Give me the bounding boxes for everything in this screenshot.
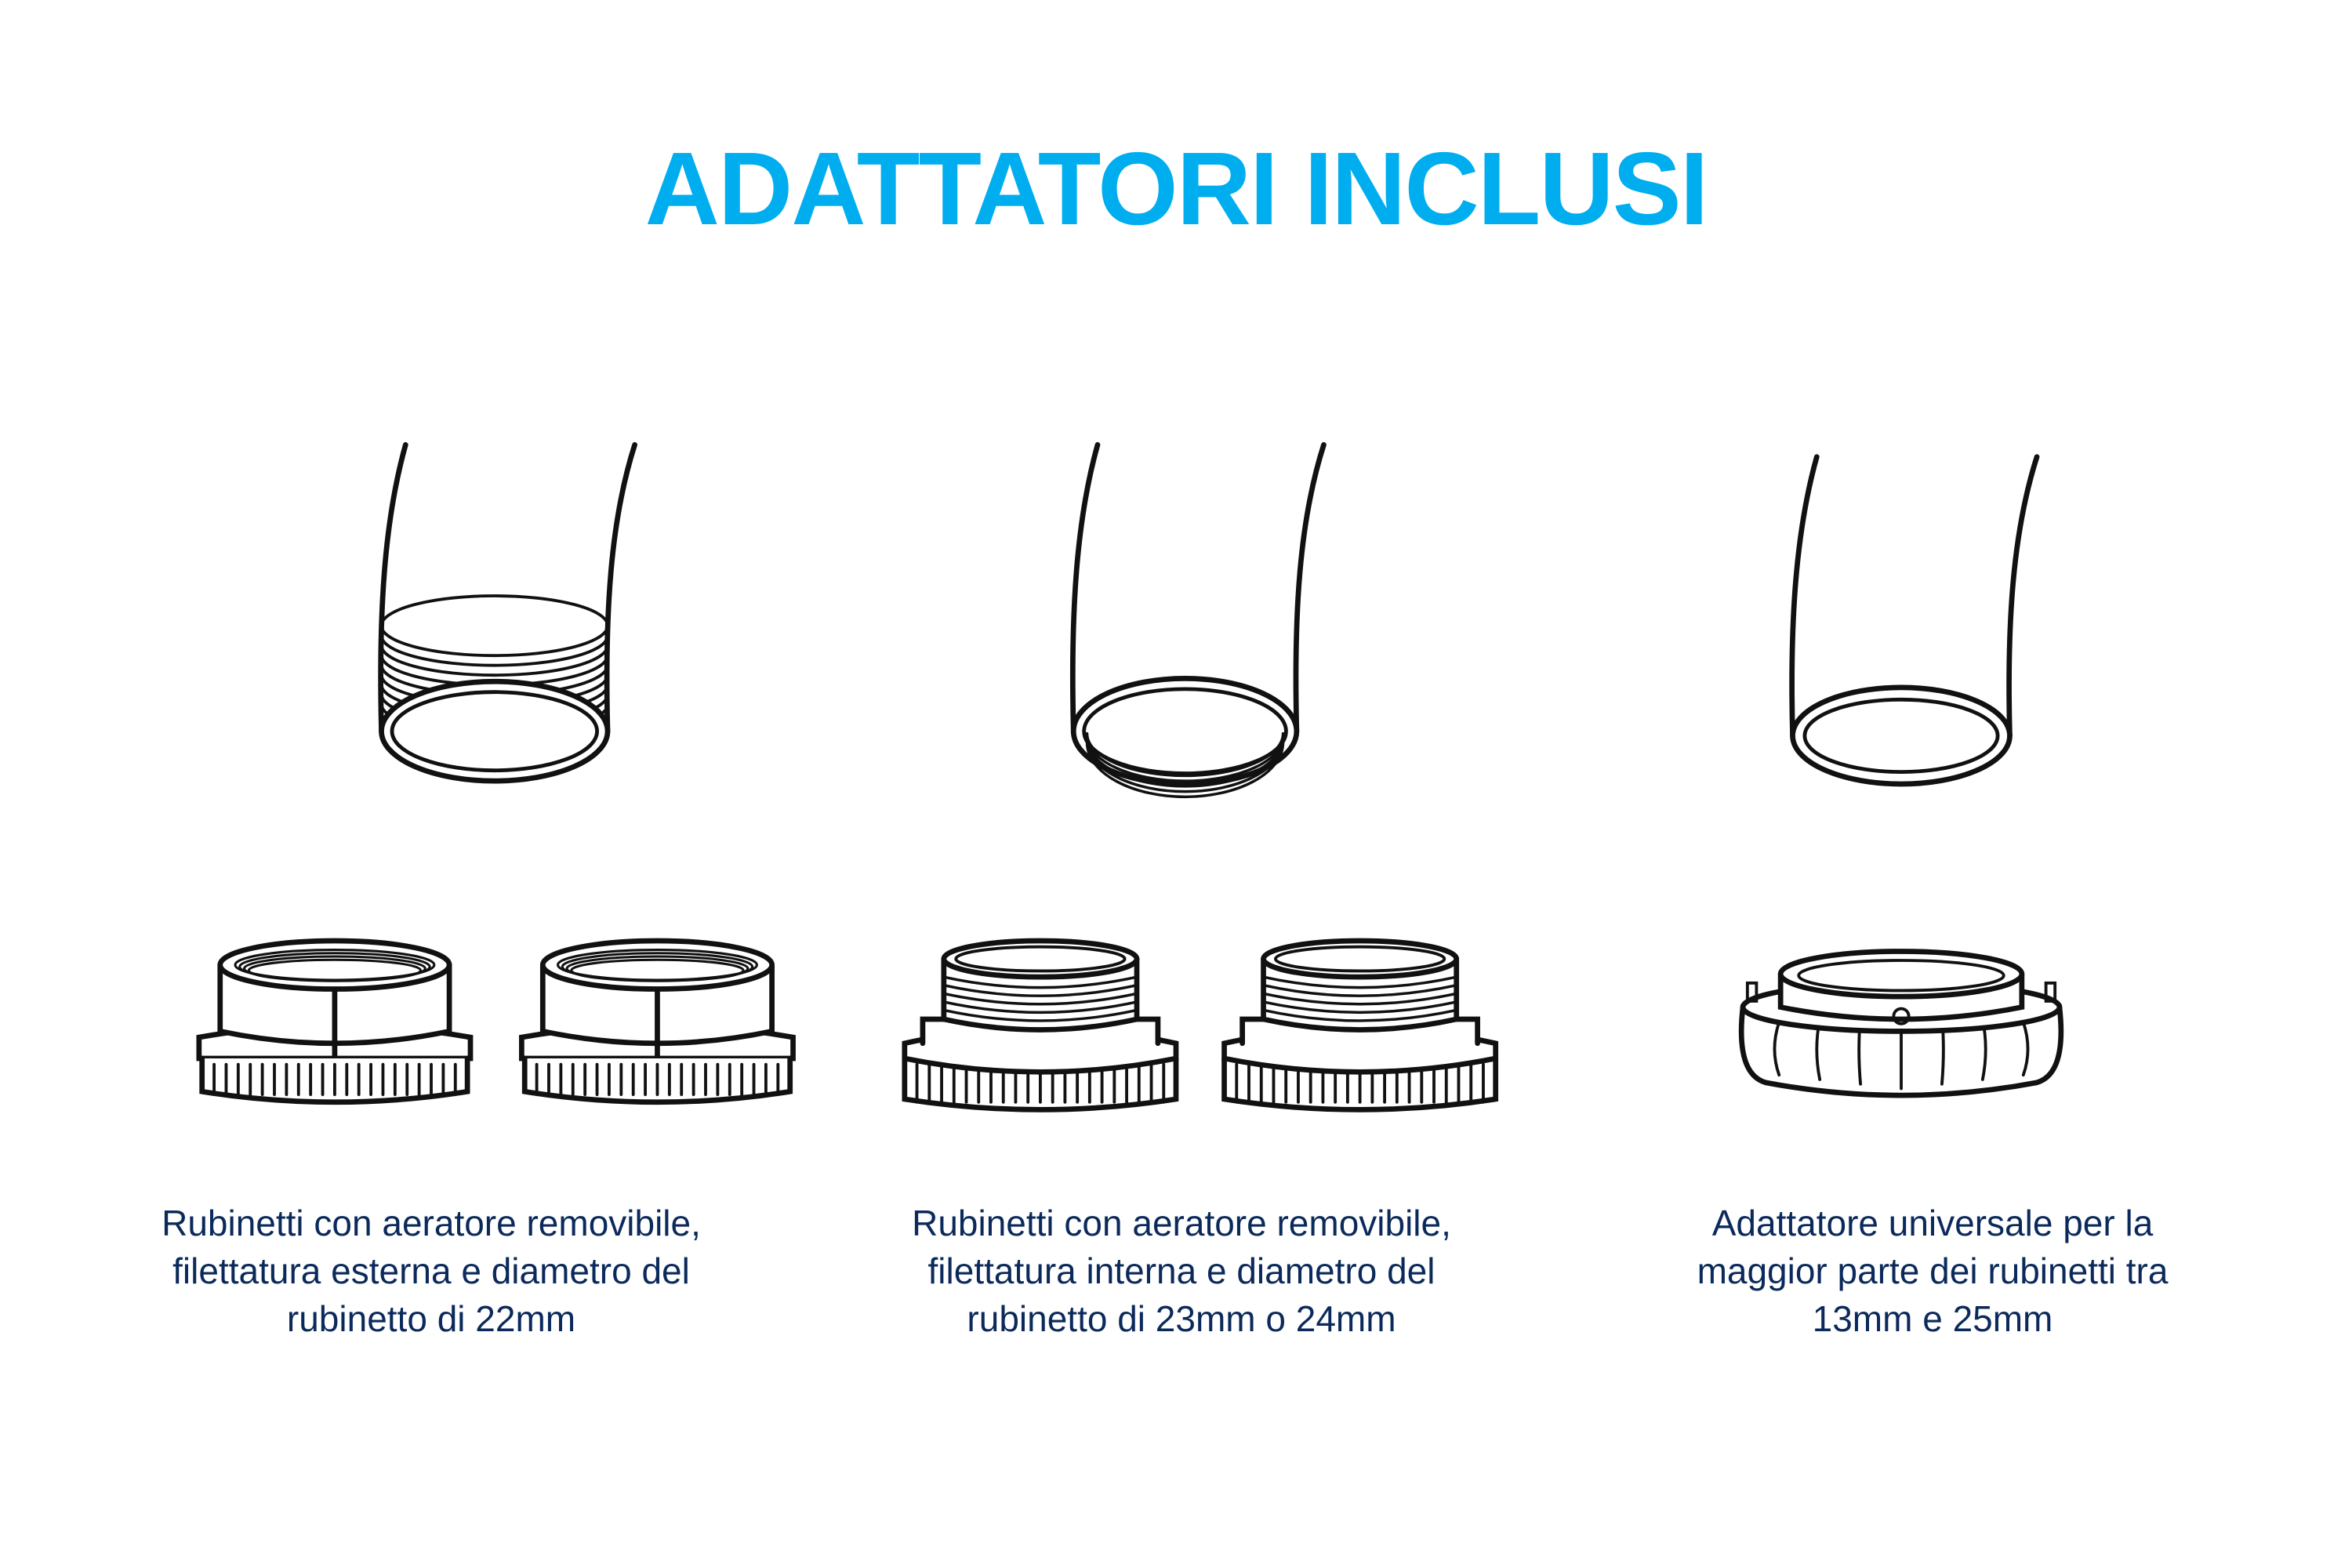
faucet-outlet-ring: [1070, 676, 1300, 787]
adapter-side-screw: [2044, 981, 2057, 1003]
adapter-top-inner: [1274, 945, 1446, 973]
thread-line: [942, 1000, 1138, 1014]
thread-line: [942, 1017, 1138, 1031]
caption-line: Adattatore universale per la: [1711, 1203, 2154, 1243]
thread-line: [379, 594, 609, 627]
thread-line: [1261, 1000, 1458, 1014]
thread-line: [1261, 1017, 1458, 1031]
thread-line: [942, 984, 1138, 997]
faucet-pipe-right-edge: [604, 441, 637, 735]
thread-line: [379, 644, 609, 677]
caption-external-thread: Rubinetti con aeratore removibile, filet…: [78, 1200, 784, 1343]
thread-line: [379, 633, 609, 667]
faucet-universal-illustration: [1738, 454, 2064, 1098]
caption-universal: Adattatore universale per la maggior par…: [1580, 1200, 2285, 1343]
thread-line: [1261, 984, 1458, 997]
adapter-screw-icon: [1892, 1007, 1911, 1025]
faucet-outlet-ring: [1790, 684, 2013, 787]
caption-line: Rubinetti con aeratore removibile,: [912, 1203, 1451, 1243]
caption-line: rubinetto di 22mm: [286, 1298, 576, 1339]
faucet-pipe-left-edge: [1069, 441, 1101, 735]
thread-line: [942, 1008, 1138, 1022]
faucet-outlet-ring: [379, 678, 611, 784]
faucet-external-thread-illustration: [196, 441, 796, 1105]
faucet-pipe-right-edge: [1293, 441, 1327, 735]
thread-line: [1261, 975, 1458, 989]
knurl-line: [1773, 1020, 1781, 1077]
adapter-top-inner: [1797, 959, 2005, 993]
adapter-top-inner: [954, 945, 1127, 973]
thread-line: [1085, 736, 1285, 788]
caption-line: Rubinetti con aeratore removibile,: [162, 1203, 701, 1243]
faucet-outlet-inner: [1802, 697, 2000, 775]
thread-line: [570, 958, 745, 982]
thread-line: [1261, 1008, 1458, 1022]
adapter-side-screw: [1745, 981, 1759, 1003]
thread-line: [1085, 741, 1285, 799]
thread-line: [1261, 992, 1458, 1006]
caption-line: maggior parte dei rubinetti tra: [1697, 1250, 2169, 1291]
faucet-pipe-left-edge: [1789, 454, 1820, 739]
thread-line: [1085, 731, 1285, 778]
page-title: ADATTATORI INCLUSI: [644, 131, 1709, 246]
thread-line: [942, 975, 1138, 989]
caption-internal-thread: Rubinetti con aeratore removibile, filet…: [829, 1200, 1534, 1343]
knurl-line: [2021, 1020, 2030, 1077]
caption-line: 13mm e 25mm: [1812, 1298, 2053, 1339]
thread-line: [247, 958, 423, 982]
thread-line: [1085, 734, 1285, 782]
faucet-outlet-inner: [1082, 687, 1288, 775]
caption-line: rubinetto di 23mm o 24mm: [967, 1298, 1396, 1339]
faucet-internal-thread-illustration: [902, 441, 1499, 1112]
thread-line: [942, 992, 1138, 1006]
thread-line: [1085, 739, 1285, 793]
caption-line: filettatura esterna e diametro del: [172, 1250, 690, 1291]
caption-line: filettatura interna e diametro del: [927, 1250, 1436, 1291]
faucet-outlet-inner: [390, 690, 599, 773]
faucet-pipe-right-edge: [2006, 454, 2040, 739]
thread-line: [379, 624, 609, 658]
